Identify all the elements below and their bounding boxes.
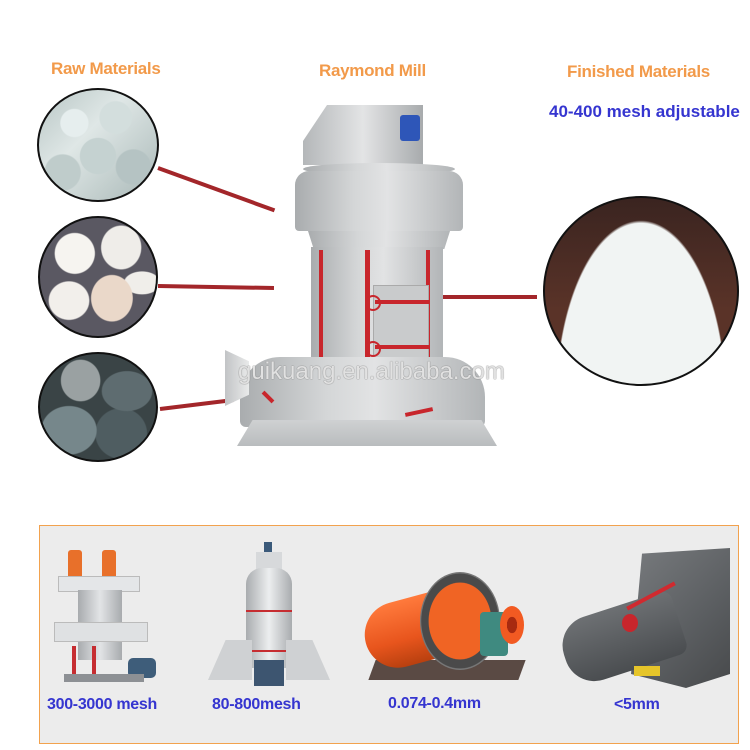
top-hopper bbox=[256, 552, 282, 570]
mill-base bbox=[240, 357, 485, 427]
air-inlet bbox=[225, 350, 249, 406]
caption-raymond-mill-small: 80-800mesh bbox=[212, 696, 301, 713]
connector-line-powder bbox=[439, 295, 537, 299]
orange-cover bbox=[102, 550, 116, 580]
door-bar bbox=[375, 300, 429, 304]
motor-icon bbox=[400, 115, 420, 141]
inspection-door bbox=[373, 285, 429, 362]
valve-wheel-icon bbox=[365, 341, 381, 357]
ball-mill-image bbox=[357, 566, 530, 686]
red-hub bbox=[622, 614, 638, 632]
valve-wheel-icon bbox=[365, 295, 381, 311]
platform bbox=[54, 622, 148, 642]
vertical-roller-mill-image bbox=[50, 546, 162, 686]
white-quartz-image bbox=[38, 216, 158, 338]
mill-body bbox=[246, 568, 292, 668]
hammer-crusher-image bbox=[554, 546, 735, 696]
red-rib bbox=[319, 250, 323, 362]
door-bar bbox=[375, 345, 429, 349]
motor bbox=[128, 658, 156, 678]
red-band bbox=[246, 650, 292, 652]
yellow-motor bbox=[634, 666, 660, 676]
caption-vertical-roller-mill: 300-3000 mesh bbox=[47, 696, 157, 713]
red-cylinder bbox=[72, 646, 76, 676]
orange-cover bbox=[68, 550, 82, 580]
fineness-label: 40-400 mesh adjustable bbox=[549, 102, 740, 121]
motor bbox=[264, 542, 272, 554]
related-machines-panel: 300-3000 mesh 80-800mesh 0.074-0.4mm <5m… bbox=[39, 525, 739, 744]
caption-ball-mill: 0.074-0.4mm bbox=[388, 695, 481, 712]
dome-taper bbox=[308, 231, 450, 249]
raymond-mill-heading: Raymond Mill bbox=[319, 61, 426, 80]
watermark-text: guikuang.en.alibaba.com bbox=[238, 358, 505, 385]
red-cylinder bbox=[92, 646, 96, 676]
side-support bbox=[208, 640, 252, 680]
finished-materials-heading: Finished Materials bbox=[567, 62, 710, 81]
raw-materials-heading: Raw Materials bbox=[51, 59, 161, 78]
gearbox bbox=[254, 660, 284, 686]
caption-hammer-crusher: <5mm bbox=[614, 696, 660, 713]
dome-body bbox=[295, 171, 463, 231]
raymond-mill-image bbox=[215, 95, 497, 455]
raymond-mill-small-image bbox=[200, 540, 340, 690]
gray-rock-image bbox=[38, 352, 158, 462]
crystal-ore-image bbox=[37, 88, 159, 202]
feed-inlet bbox=[500, 606, 524, 644]
white-powder-image bbox=[543, 196, 739, 386]
mill-foundation bbox=[237, 420, 497, 446]
red-band bbox=[246, 610, 292, 612]
side-support bbox=[286, 640, 330, 680]
machine-base bbox=[64, 674, 144, 682]
